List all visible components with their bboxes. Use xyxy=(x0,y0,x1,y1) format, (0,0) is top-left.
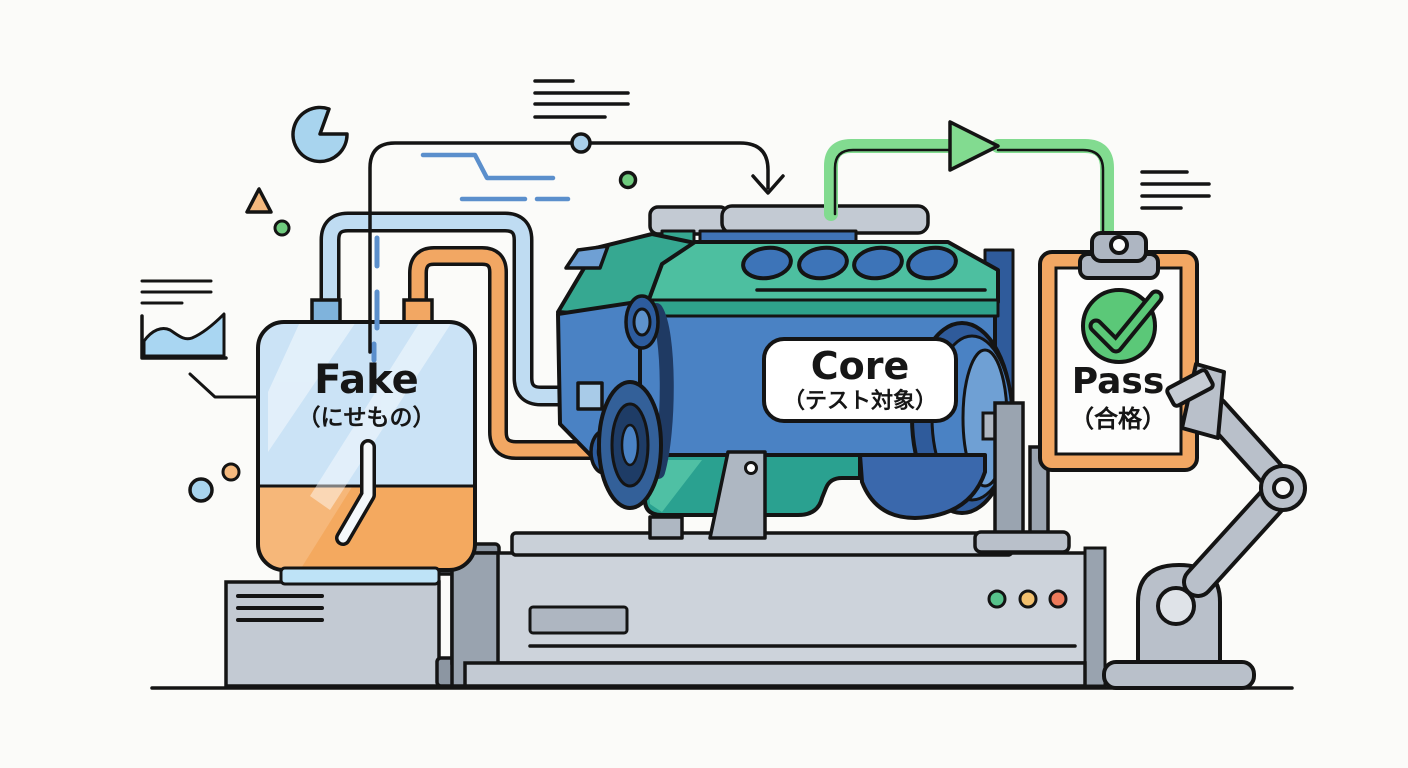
decoration-top-left-lines xyxy=(140,279,213,305)
robot-arm xyxy=(1102,362,1307,690)
clipboard-stand xyxy=(973,401,1071,554)
flow-arrow-right-icon xyxy=(948,120,1000,172)
pass-clipboard xyxy=(1038,231,1199,472)
flow-line-black xyxy=(368,141,785,354)
engine-ports xyxy=(741,245,958,281)
check-icon xyxy=(1081,288,1164,364)
flow-node-circle xyxy=(570,132,592,154)
fake-tank-label: Fake （にせもの） xyxy=(258,358,475,431)
robot-foot xyxy=(1102,660,1256,690)
core-title: Core xyxy=(810,344,910,388)
green-flow-pipe xyxy=(824,120,1114,241)
mini-area-chart xyxy=(140,312,262,399)
dip-tube xyxy=(335,439,376,546)
engine-inlet-port xyxy=(576,381,604,411)
fake-title: Fake xyxy=(314,357,419,403)
flow-arrow-down-icon xyxy=(751,174,785,195)
core-engine xyxy=(556,204,1015,540)
vent-lines xyxy=(236,594,324,622)
robot-gripper xyxy=(1165,362,1226,440)
fake-subtitle: （にせもの） xyxy=(297,405,436,431)
decoration-speed-lines xyxy=(1140,170,1211,210)
orange-dot xyxy=(221,462,241,482)
tank-stand xyxy=(224,580,441,688)
pacman-shape xyxy=(291,105,349,164)
orange-pipe xyxy=(408,246,604,460)
indicator-dot-amber xyxy=(1018,589,1038,609)
blue-pipe xyxy=(319,211,582,407)
dashed-level-line xyxy=(371,235,380,363)
pass-subtitle: （合格） xyxy=(1070,404,1166,433)
platform-recessed-panel xyxy=(528,605,629,635)
engine-main-pulley xyxy=(597,380,663,510)
tank-base-strip xyxy=(279,566,441,586)
core-subtitle: （テスト対象） xyxy=(782,388,937,414)
green-dot-center xyxy=(618,170,638,190)
decoration-top-center-lines xyxy=(533,79,630,119)
fake-tank xyxy=(256,320,477,586)
core-engine-label: Core （テスト対象） xyxy=(762,337,958,423)
triangle-shape xyxy=(245,187,273,214)
blue-trace-line xyxy=(420,152,571,202)
blue-dot xyxy=(188,477,214,503)
indicator-dot-red xyxy=(1048,589,1068,609)
indicator-dot-green xyxy=(987,589,1007,609)
pass-clipboard-label: Pass （合格） xyxy=(1050,362,1186,432)
pass-title: Pass xyxy=(1071,361,1165,402)
test-platform xyxy=(435,531,1107,688)
green-dot-left xyxy=(273,219,291,237)
indicator-dots xyxy=(987,589,1068,609)
